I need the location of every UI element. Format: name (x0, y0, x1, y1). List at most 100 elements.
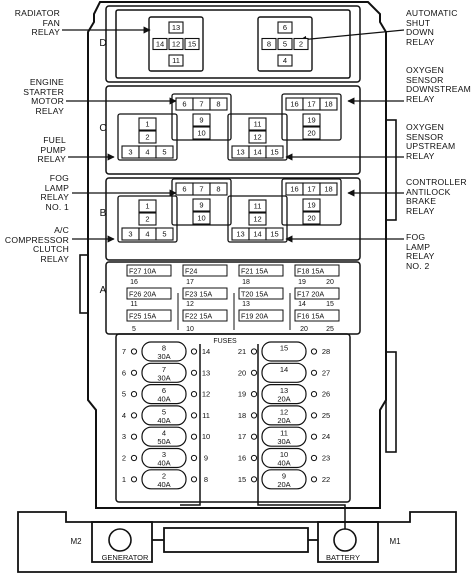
maxi-fuse-right-0-right-pin-icon (310, 348, 318, 355)
maxi-fuse-right-5-left-cavity: 16 (238, 454, 246, 463)
maxi-fuse-right-1-body (261, 362, 307, 383)
maxi-fuse-left-5-body (141, 447, 187, 469)
relay-fog-lamp-1-pin-1: 6 (182, 185, 186, 194)
maxi-fuse-right-6-right-pin-icon (310, 476, 318, 483)
relay-fuel-pump-pin-1-cell (138, 117, 157, 131)
mini-fuse-row1-2-box (238, 264, 284, 277)
relay-radiator-fan-pin-center-cell (168, 37, 184, 51)
maxi-fuse-right-2-body (261, 384, 307, 405)
relay-fog-lamp-1-pin-5-cell (192, 211, 211, 225)
relay-o2-upstream-pin-4: 14 (253, 148, 261, 157)
mini-fuse-row2-pin-3: 14 (298, 301, 306, 308)
relay-abs-controller-pin-3-cell (319, 182, 338, 196)
maxi-fuse-left-3-right-cavity: 11 (202, 411, 210, 420)
relay-abs-controller-pin-2: 17 (307, 185, 315, 194)
relay-o2-upstream-pin-1: 11 (254, 120, 262, 129)
relay-auto-shutdown-pin-right-cell (293, 37, 309, 51)
relay-abs-controller-pin-5-cell (302, 211, 321, 225)
maxi-fuse-left-3-body (141, 405, 187, 426)
maxi-fuse-left-2-left-pin-icon (130, 391, 138, 398)
mini-fuse-row2-pin-4: 15 (326, 301, 334, 308)
maxi-fuse-left-1-left-pin-icon (130, 369, 138, 376)
maxi-fuse-left-6-body (141, 469, 187, 490)
relay-fog-lamp-2-pin-1-cell (248, 199, 267, 213)
relay-fuel-pump-housing (117, 113, 178, 161)
relay-auto-shutdown-pin-top: 6 (283, 23, 287, 32)
maxi-fuse-left-5-number: 3 (162, 450, 166, 459)
mini-fuse-row2-1-box (182, 287, 228, 300)
maxi-fuse-left-0-amperage: 30A (157, 352, 170, 361)
maxi-fuse-left-2-left-cavity: 5 (122, 390, 126, 399)
relay-engine-starter-pin-4-cell (192, 113, 211, 127)
mini-fuse-row1-pin-2: 18 (242, 279, 250, 286)
mini-fuse-row1-pin-0: 16 (130, 279, 138, 286)
relay-o2-downstream-pin-1: 16 (290, 100, 298, 109)
maxi-fuse-left-0-body (141, 341, 187, 362)
maxi-fuse-left-2-right-pin-icon (190, 391, 198, 398)
mini-fuse-row1-3-box (294, 264, 340, 277)
mini-fuse-row2-1: F23 15A (182, 287, 228, 300)
relay-auto-shutdown-pin-center-cell (277, 37, 293, 51)
relay-fog-lamp-2-pin-5-cell (265, 227, 284, 241)
maxi-fuse-left-1-left-cavity: 6 (122, 368, 126, 377)
maxi-fuse-left-0-right-pin-icon (190, 348, 198, 355)
relay-o2-downstream-pin-3: 18 (324, 100, 332, 109)
relay-radiator-fan-housing (148, 16, 204, 72)
mini-fuse-row1-1-box (182, 264, 228, 277)
maxi-fuse-right-6-left-pin-icon (250, 476, 258, 483)
relay-radiator-fan-pin-bottom-cell (168, 54, 184, 67)
relay-engine-starter-pin-5: 10 (197, 129, 205, 138)
section-letter-b: B (100, 208, 107, 219)
mini-fuse-row1-1-label: F24 (185, 267, 197, 276)
relay-auto-shutdown-pin-right: 2 (299, 40, 303, 49)
mini-fuse-row3-2-box (238, 309, 284, 322)
mini-fuse-row3-1-label: F22 15A (185, 312, 212, 321)
maxi-fuse-left-5-left-cavity: 2 (122, 454, 126, 463)
relay-fog-lamp-1-pin-4: 9 (199, 201, 203, 210)
maxi-fuse-right-5-amperage: 40A (277, 459, 290, 468)
relay-radiator-fan-pin-right-cell (184, 37, 200, 51)
mini-fuse-row3-0-box (126, 309, 172, 322)
maxi-fuse-left-3-right-pin-icon (190, 412, 198, 419)
maxi-fuse-right-2-right-pin-icon (310, 391, 318, 398)
relay-o2-upstream-housing (227, 113, 288, 161)
maxi-fuse-right-0-left-pin-icon (250, 348, 258, 355)
maxi-fuse-right-4-right-cavity: 24 (322, 432, 330, 441)
maxi-fuse-right-2-amperage: 20A (277, 395, 290, 404)
terminal-bar (17, 511, 457, 573)
relay-o2-downstream-pin-3-cell (319, 97, 338, 111)
maxi-fuse-left-4-right-cavity: 10 (202, 432, 210, 441)
label-automatic-shutdown-relay: AUTOMATIC SHUT DOWN RELAY (406, 8, 458, 47)
relay-o2-upstream-pin-5-cell (265, 145, 284, 159)
relay-fog-lamp-1-pin-5: 10 (197, 214, 205, 223)
relay-fuel-pump-pin-1: 1 (145, 120, 149, 129)
mini-fuse-row1-3: F18 15A (294, 264, 340, 277)
maxi-fuse-left-6-left-cavity: 1 (122, 475, 126, 484)
mini-fuse-row2-3: F17 20A (294, 287, 340, 300)
maxi-fuse-panel (115, 333, 351, 503)
maxi-fuse-right-3-number: 12 (280, 407, 288, 416)
mini-fuse-row3-3-label: F16 15A (297, 312, 324, 321)
battery-terminal-icon (333, 528, 357, 552)
generator-label: GENERATOR (102, 553, 149, 562)
m1-label: M1 (389, 537, 401, 546)
fuses-header: FUSES (213, 338, 237, 345)
relay-fog-lamp-1-housing (171, 178, 232, 226)
maxi-fuse-left-3-left-pin-icon (130, 412, 138, 419)
relay-abs-controller-pin-4-cell (302, 198, 321, 212)
generator-bus-wire (180, 344, 201, 506)
maxi-fuse-left-5-right-cavity: 9 (204, 454, 208, 463)
relay-ac-compressor-housing (117, 195, 178, 243)
relay-o2-upstream-pin-1-cell (248, 117, 267, 131)
mini-fuse-row3-1-box (182, 309, 228, 322)
maxi-fuse-right-6-right-cavity: 22 (322, 475, 330, 484)
